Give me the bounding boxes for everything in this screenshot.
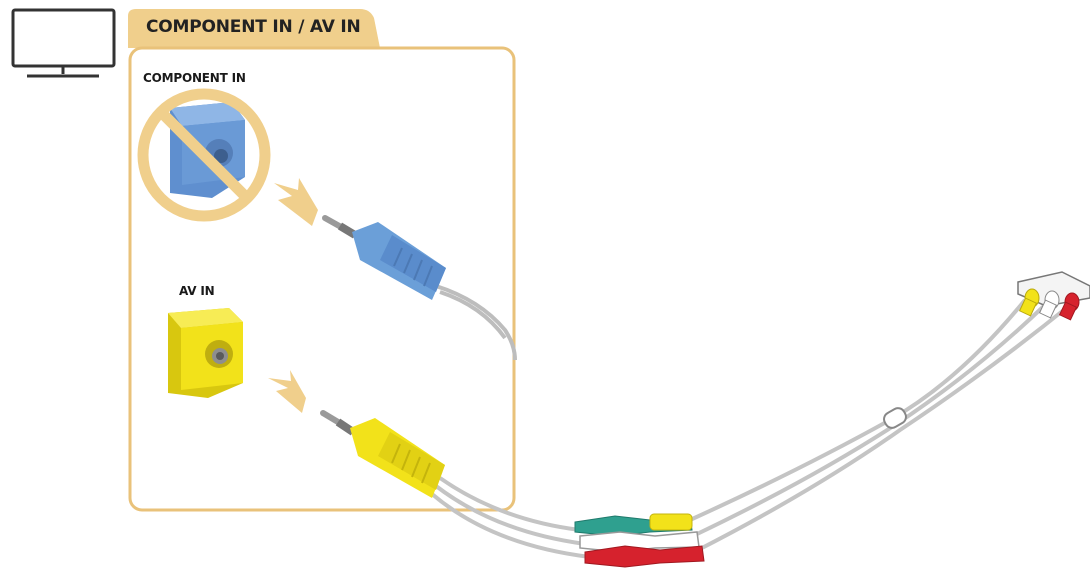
yellow-plug bbox=[320, 410, 445, 498]
arrow-icon bbox=[268, 370, 306, 413]
cable-clip bbox=[883, 407, 907, 429]
white-rca-jack bbox=[1038, 290, 1060, 319]
yellow-rca-jack bbox=[1018, 288, 1040, 317]
device-connector bbox=[1017, 271, 1090, 321]
av-in-port bbox=[168, 308, 243, 398]
input-panel bbox=[128, 9, 516, 512]
tv-icon bbox=[11, 8, 116, 78]
panel-title: COMPONENT IN / AV IN bbox=[146, 17, 361, 37]
av-in-label: AV IN bbox=[179, 284, 215, 298]
component-in-label: COMPONENT IN bbox=[143, 71, 246, 85]
cable bbox=[435, 284, 517, 361]
red-plug bbox=[584, 545, 705, 568]
red-rca-jack bbox=[1058, 292, 1080, 321]
prohibited-icon bbox=[137, 88, 271, 222]
blue-plug bbox=[322, 215, 446, 300]
arrow-icon bbox=[274, 178, 318, 226]
green-plug bbox=[574, 513, 693, 537]
rca-breakout bbox=[574, 513, 705, 568]
cable bbox=[430, 298, 1072, 559]
